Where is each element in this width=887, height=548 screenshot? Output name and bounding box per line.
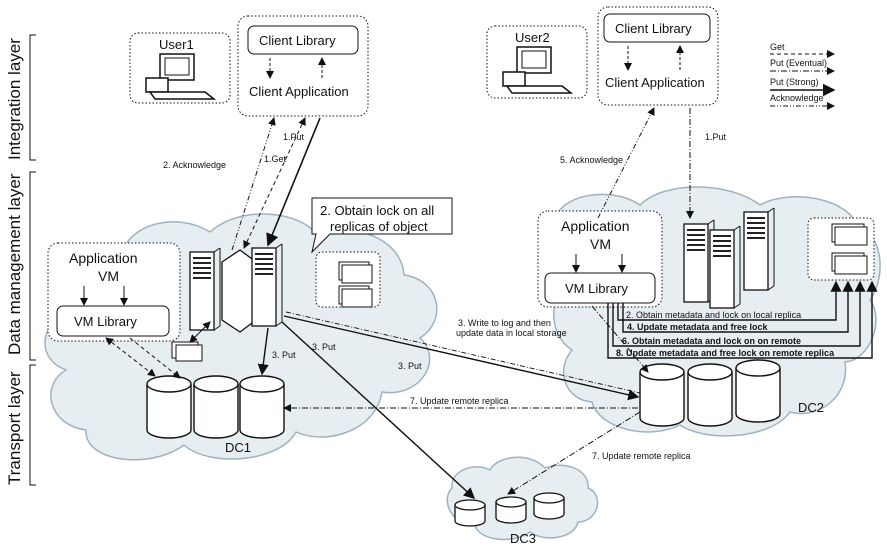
database-cylinder [146, 375, 192, 439]
user2-label: User2 [515, 30, 550, 45]
legend-put-strong-label: Put (Strong) [770, 77, 819, 87]
transport-layer-label: Transport layer [5, 371, 24, 485]
app-vm-title-left: Application [69, 250, 138, 266]
document-icon [338, 261, 373, 308]
lock-steps [607, 280, 878, 359]
legend-acknowledge-label: Acknowledge [770, 93, 824, 103]
user1-label: User1 [159, 37, 194, 52]
legend: Get Put (Eventual) Put (Strong) Acknowle… [770, 42, 836, 110]
left-get1-label: 1.Get [264, 154, 287, 164]
right-log3-line1: 3. Write to log and then [458, 318, 551, 328]
vm-library-box-right [544, 272, 656, 304]
client1-library-box [247, 25, 359, 55]
right-step2: 2. Obtain metadata and lock on local rep… [626, 310, 801, 320]
dc3-label: DC3 [510, 531, 536, 546]
document-icon [171, 341, 203, 362]
client1-library-label: Client Library [259, 33, 336, 48]
vm-library-label-left: VM Library [74, 314, 137, 329]
left-put1-label: 1.Put [283, 132, 305, 142]
layer-brackets [29, 34, 36, 486]
lock-callout [311, 197, 453, 254]
dc2-label: DC2 [798, 400, 824, 415]
dc1-label: DC1 [225, 440, 251, 455]
callout-line1: 2. Obtain lock on all [320, 203, 434, 218]
client2-library-label: Client Library [615, 21, 692, 36]
ack-arrow [231, 117, 276, 251]
database-cylinder [454, 499, 486, 527]
app-vm-title-right: Application [561, 218, 630, 234]
client2-application-label: Client Application [605, 75, 705, 90]
client1-application-label: Client Application [249, 84, 349, 99]
left-put3b-label: 3. Put [312, 342, 336, 352]
legend-get-label: Get [770, 42, 785, 52]
vm-library-label-right: VM Library [565, 281, 628, 296]
document-icon [831, 223, 868, 275]
integration-layer-label: Integration layer [5, 38, 24, 160]
get-arrow [243, 117, 306, 249]
right-step8: 8. Update metadata and free lock on remo… [616, 348, 835, 358]
client2-library-box [603, 13, 711, 43]
database-cylinder [639, 363, 685, 427]
database-cylinder [687, 363, 733, 427]
right-step4: 4. Update metadata and free lock [627, 322, 769, 332]
database-cylinder [735, 359, 781, 423]
database-cylinder [193, 375, 239, 439]
computer-icon [502, 46, 574, 94]
data-management-layer-label: Data management layer [5, 173, 24, 355]
left-put3c-label: 3. Put [398, 361, 422, 371]
vm-library-box-left [56, 305, 170, 337]
callout-line2: replicas of object [330, 219, 428, 234]
right-put1-label: 1.Put [705, 132, 727, 142]
left-update7-label: 7. Update remote replica [410, 396, 509, 406]
database-cylinder [495, 496, 527, 524]
database-cylinder [533, 492, 565, 520]
right-update7-label: 7. Update remote replica [592, 451, 691, 461]
app-vm-subtitle-right: VM [590, 236, 611, 252]
left-put3a-label: 3. Put [272, 350, 296, 360]
right-step6: 6. Obtain metadata and lock on on remote [622, 336, 801, 346]
computer-icon [145, 53, 217, 100]
right-log3-line2: update data in local storage [456, 328, 567, 338]
database-cylinder [239, 375, 285, 439]
legend-put-eventual-label: Put (Eventual) [770, 58, 827, 68]
app-vm-subtitle-left: VM [98, 268, 119, 284]
ack-arrow [597, 107, 655, 219]
left-ack2-label: 2. Acknowledge [163, 160, 226, 170]
right-ack5-label: 5. Acknowledge [560, 155, 623, 165]
storage-unit [221, 249, 257, 333]
